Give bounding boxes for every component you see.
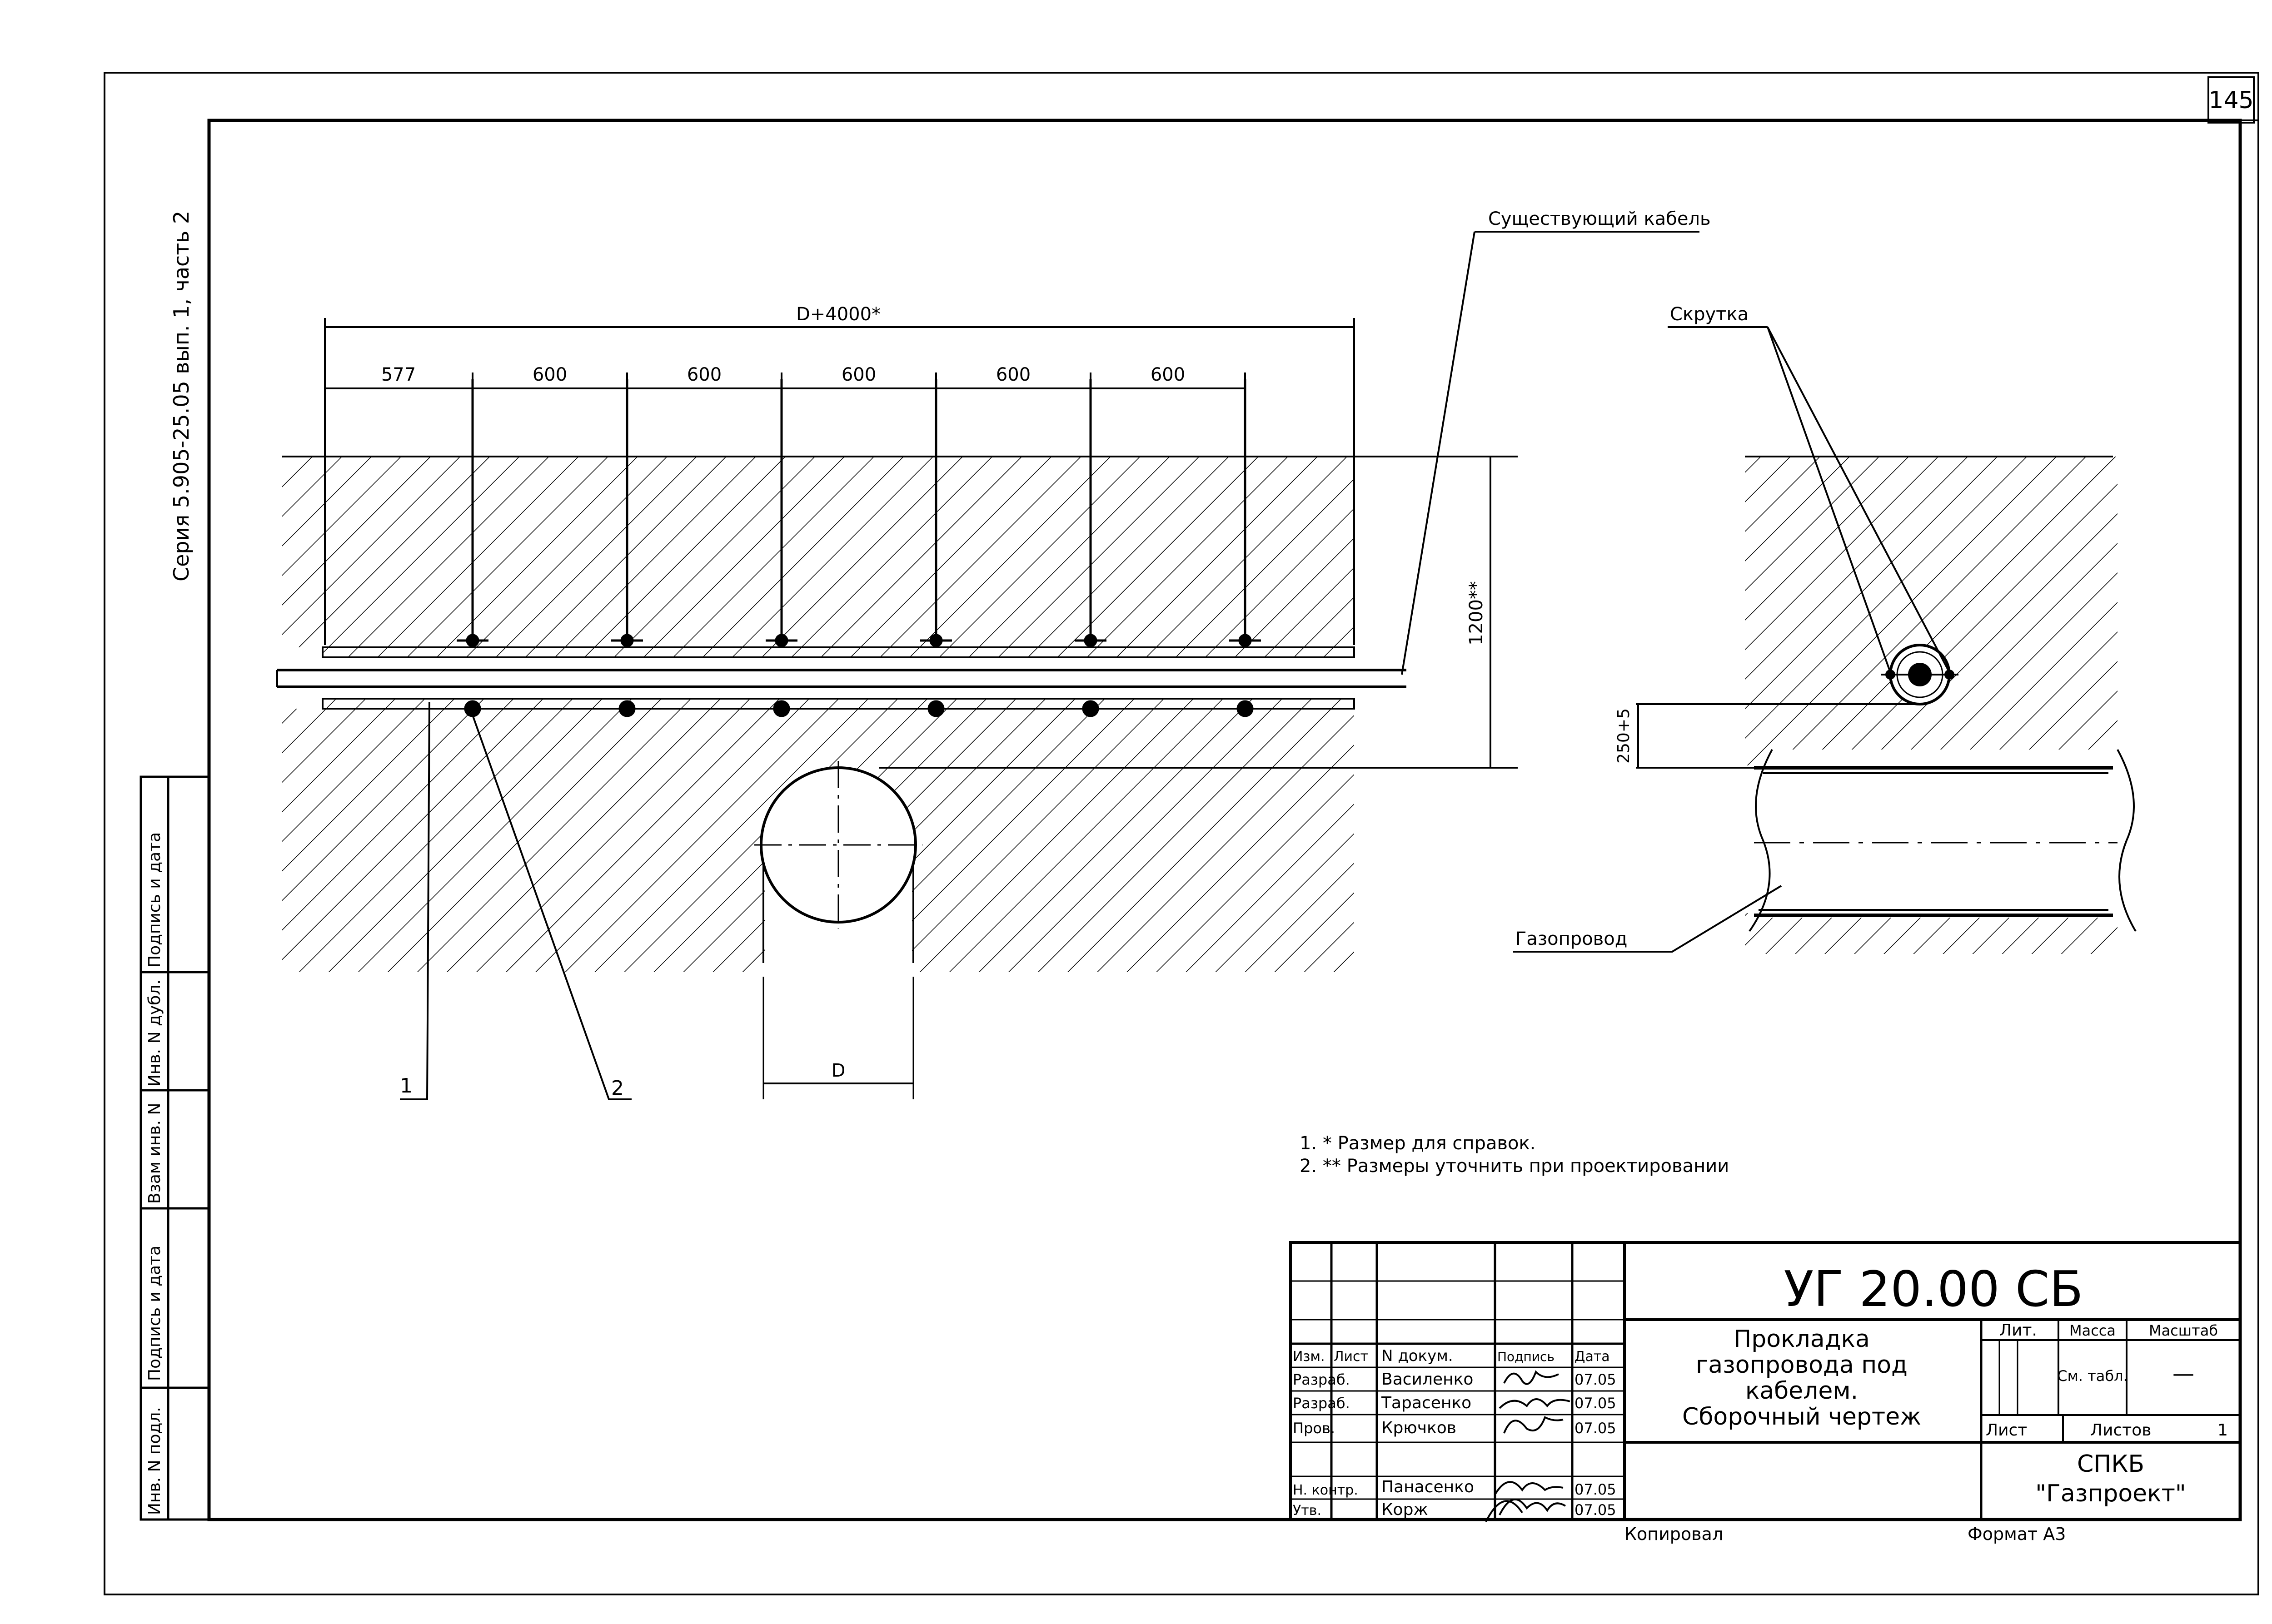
row-4-date: 07.05	[1574, 1481, 1616, 1498]
dim-segment-6: 600	[1151, 364, 1185, 385]
gas-pipe-leader	[1513, 885, 1782, 953]
footer-copied: Копировал	[1624, 1524, 1723, 1544]
existing-cable-leader	[1401, 231, 1699, 675]
row-3-role: Пров.	[1293, 1420, 1335, 1437]
offset-dimension	[1636, 703, 1918, 769]
gas-pipe-section	[754, 761, 922, 1099]
clamps	[457, 379, 1261, 717]
stamp-inv-podl: Инв. N подл.	[145, 1407, 164, 1515]
org-line-2: "Газпроект"	[2035, 1480, 2186, 1507]
dim-segment-4: 600	[842, 364, 876, 385]
dim-offset: 250+5	[1614, 708, 1633, 764]
twist-leader	[1668, 326, 1950, 673]
dim-depth: 1200**	[1466, 581, 1487, 646]
dim-segment-3: 600	[687, 364, 722, 385]
gas-pipe-long	[1749, 749, 2137, 932]
org-line-1: СПКБ	[2077, 1450, 2144, 1478]
dim-segment-1: 577	[381, 364, 416, 385]
top-dimensions	[324, 318, 1355, 645]
sheets-value: 1	[2217, 1421, 2228, 1440]
row-2-role: Разраб.	[1293, 1395, 1350, 1412]
clamp-6	[1229, 379, 1261, 717]
scale-label: Масштаб	[2149, 1322, 2218, 1339]
hdr-data: Дата	[1574, 1349, 1610, 1365]
dim-segment-5: 600	[996, 364, 1031, 385]
dim-total-length: D+4000*	[796, 304, 881, 325]
series-text: Серия 5.905-25.05 вып. 1, часть 2	[169, 211, 194, 581]
title-line-4: Сборочный чертеж	[1682, 1403, 1921, 1430]
stamp-podpis-2: Подпись и дата	[145, 832, 164, 968]
row-5-date: 07.05	[1574, 1501, 1616, 1519]
hdr-izm: Изм.	[1293, 1349, 1325, 1365]
row-3-date: 07.05	[1574, 1420, 1616, 1437]
callout-2: 2	[611, 1077, 624, 1100]
row-4-role: Н. контр.	[1293, 1482, 1358, 1498]
twist-label: Скрутка	[1670, 304, 1749, 325]
title-line-1: Прокладка	[1734, 1326, 1870, 1353]
row-1-date: 07.05	[1574, 1371, 1616, 1388]
stamp-inv-dubl: Инв. N дубл.	[145, 979, 164, 1087]
clamp-1	[457, 379, 488, 717]
row-5-name: Корж	[1381, 1500, 1428, 1519]
mass-label: Масса	[2069, 1322, 2116, 1339]
dim-diameter: D	[832, 1060, 846, 1081]
outer-border	[104, 72, 2259, 1595]
stamp-podpis-1: Подпись и дата	[145, 1246, 164, 1381]
scale-value: —	[2172, 1361, 2194, 1386]
note-1: 1. * Размер для справок.	[1300, 1133, 1535, 1154]
side-stamp: Инв. N подл. Подпись и дата Взам инв. N …	[140, 775, 210, 1521]
row-3-name: Крючков	[1381, 1419, 1456, 1437]
clamp-4	[920, 379, 952, 717]
row-1-name: Василенко	[1381, 1370, 1473, 1389]
title-line-3: кабелем.	[1745, 1377, 1858, 1405]
clamp-5	[1075, 379, 1106, 717]
cable-case	[276, 646, 1406, 710]
cable-cross-section	[1881, 644, 1958, 705]
page-number-box	[2207, 76, 2255, 124]
sheet-label: Лист	[1986, 1421, 2027, 1440]
callout-leaders	[400, 701, 632, 1100]
doc-code: УГ 20.00 СБ	[1784, 1261, 2083, 1318]
signatures	[1485, 1370, 1570, 1522]
dim-segment-2: 600	[533, 364, 567, 385]
row-1-role: Разраб.	[1293, 1371, 1350, 1388]
title-block	[1289, 1241, 2242, 1521]
mass-value: См. табл.	[2057, 1367, 2128, 1385]
clamp-2	[611, 379, 643, 717]
page-number: 145	[2208, 87, 2253, 114]
gas-pipe-label: Газопровод	[1515, 929, 1627, 949]
existing-cable-label: Существующий кабель	[1488, 209, 1711, 229]
lit-label: Лит.	[1999, 1321, 2037, 1340]
row-2-date: 07.05	[1574, 1395, 1616, 1412]
row-5-role: Утв.	[1293, 1503, 1321, 1519]
clamp-3	[766, 379, 797, 717]
note-2: 2. ** Размеры уточнить при проектировани…	[1300, 1156, 1729, 1177]
hdr-podpis: Подпись	[1497, 1349, 1555, 1364]
soil-hatch-right	[1745, 457, 2118, 954]
title-line-2: газопровода под	[1696, 1351, 1908, 1379]
hdr-ndoc: N докум.	[1381, 1347, 1453, 1365]
callout-1: 1	[400, 1074, 413, 1098]
row-4-name: Панасенко	[1381, 1478, 1474, 1496]
footer-format: Формат А3	[1968, 1524, 2066, 1544]
row-2-name: Тарасенко	[1381, 1394, 1471, 1412]
stamp-vzam-inv: Взам инв. N	[145, 1103, 164, 1204]
sheets-label: Листов	[2090, 1421, 2151, 1440]
hdr-list: Лист	[1334, 1349, 1368, 1365]
